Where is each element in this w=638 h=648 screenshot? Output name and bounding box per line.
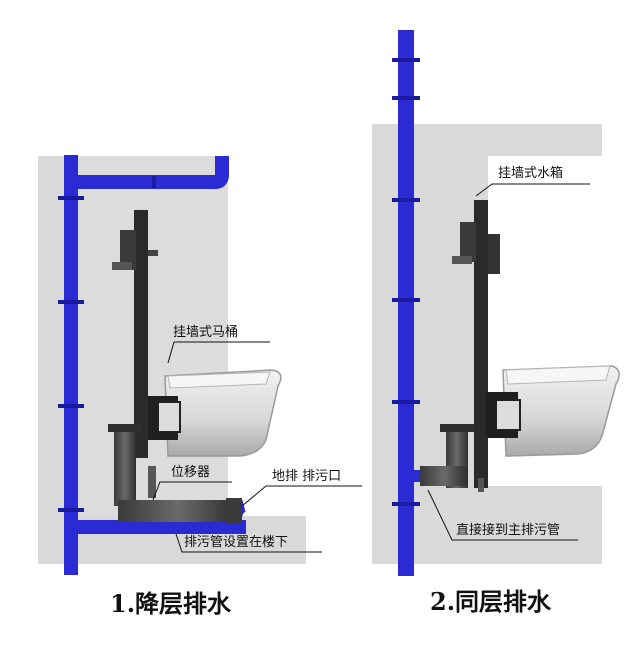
wall-hung-toilet-1 bbox=[148, 369, 282, 457]
leader-lines-1 bbox=[152, 341, 362, 553]
label-shifter: 位移器 bbox=[171, 465, 211, 480]
wall-hung-toilet-2 bbox=[486, 365, 620, 457]
diagram-2-title: 2.同层排水 bbox=[430, 587, 552, 616]
toilet-leader-line bbox=[167, 341, 270, 364]
installation-frame-1 bbox=[112, 210, 158, 458]
installation-frame-2 bbox=[452, 200, 500, 488]
label-direct-to-main-sewer: 直接接到主排污管 bbox=[456, 523, 561, 538]
drain-outlet-leader-line bbox=[241, 485, 362, 507]
diagram-1-title: 1.降层排水 bbox=[110, 589, 232, 618]
gray-drain-pipes-2 bbox=[420, 424, 484, 492]
main-drain-pipe-2 bbox=[392, 30, 436, 576]
leader-lines-2 bbox=[427, 183, 590, 541]
shifter-leader-line bbox=[152, 481, 232, 501]
label-wall-hung-toilet: 挂墙式马桶 bbox=[173, 325, 239, 340]
tank-leader-line bbox=[475, 183, 590, 197]
diagram-2-same-floor-drainage bbox=[372, 30, 620, 576]
label-wall-hung-tank: 挂墙式水箱 bbox=[498, 166, 564, 181]
gray-drain-pipes-1 bbox=[108, 424, 242, 524]
label-floor-drain-outlet: 地排 排污口 bbox=[272, 469, 342, 484]
diagram-1-descended-drainage bbox=[38, 155, 362, 575]
sewer-below-leader-line bbox=[175, 533, 322, 553]
label-sewer-below: 排污管设置在楼下 bbox=[184, 535, 289, 550]
direct-leader-line bbox=[427, 489, 578, 541]
